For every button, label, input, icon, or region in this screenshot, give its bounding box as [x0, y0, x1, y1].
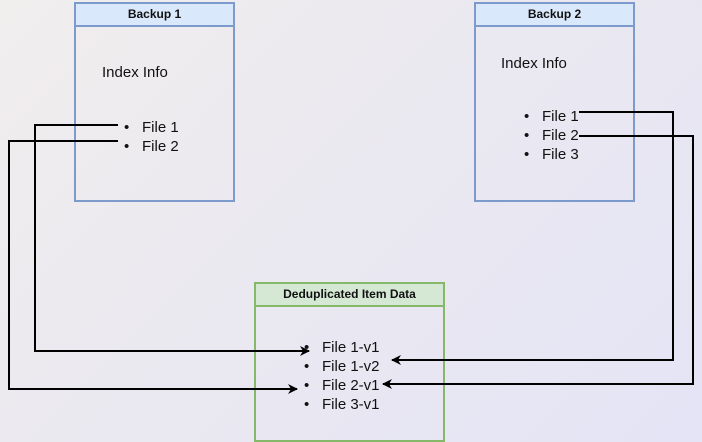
dedup-item-label: File 2-v1	[322, 377, 380, 394]
backup-1-index-title: Index Info	[102, 64, 168, 81]
dedup-item-label: File 1-v1	[322, 339, 380, 356]
dedup-item-label: File 1-v2	[322, 358, 380, 375]
dedup-item-list: • File 1-v1 • File 1-v2 • File 2-v1 • File 3…	[304, 338, 380, 414]
backup-2-title: Backup 2	[476, 4, 633, 27]
dedup-title: Deduplicated Item Data	[256, 284, 443, 307]
backup-1-file-label: File 2	[142, 138, 179, 155]
backup-2-file-label: File 2	[542, 127, 579, 144]
backup-1-file-label: File 1	[142, 119, 179, 136]
bullet-icon: •	[304, 358, 310, 375]
bullet-icon: •	[124, 119, 130, 136]
dedup-item: • File 1-v2	[304, 357, 380, 376]
backup-1-file-item: • File 1	[124, 118, 179, 137]
dedup-item: • File 3-v1	[304, 395, 380, 414]
dedup-item-label: File 3-v1	[322, 396, 380, 413]
backup-2-file-item: • File 1	[524, 107, 579, 126]
backup-2-box: Backup 2 Index Info • File 1 • File 2 • Fil…	[474, 2, 635, 202]
backup-2-file-item: • File 2	[524, 126, 579, 145]
backup-2-index-title: Index Info	[501, 55, 567, 72]
backup-2-file-label: File 3	[542, 146, 579, 163]
dedup-box: Deduplicated Item Data • File 1-v1 • File …	[254, 282, 445, 442]
bullet-icon: •	[524, 146, 530, 163]
backup-1-file-item: • File 2	[124, 137, 179, 156]
backup-2-file-label: File 1	[542, 108, 579, 125]
dedup-item: • File 1-v1	[304, 338, 380, 357]
bullet-icon: •	[124, 138, 130, 155]
bullet-icon: •	[304, 396, 310, 413]
backup-1-file-list: • File 1 • File 2	[124, 118, 179, 156]
bullet-icon: •	[524, 108, 530, 125]
backup-2-file-list: • File 1 • File 2 • File 3	[524, 107, 579, 164]
backup-2-file-item: • File 3	[524, 145, 579, 164]
bullet-icon: •	[304, 339, 310, 356]
backup-1-box: Backup 1 Index Info • File 1 • File 2	[74, 2, 235, 202]
backup-1-title: Backup 1	[76, 4, 233, 27]
bullet-icon: •	[304, 377, 310, 394]
dedup-item: • File 2-v1	[304, 376, 380, 395]
bullet-icon: •	[524, 127, 530, 144]
